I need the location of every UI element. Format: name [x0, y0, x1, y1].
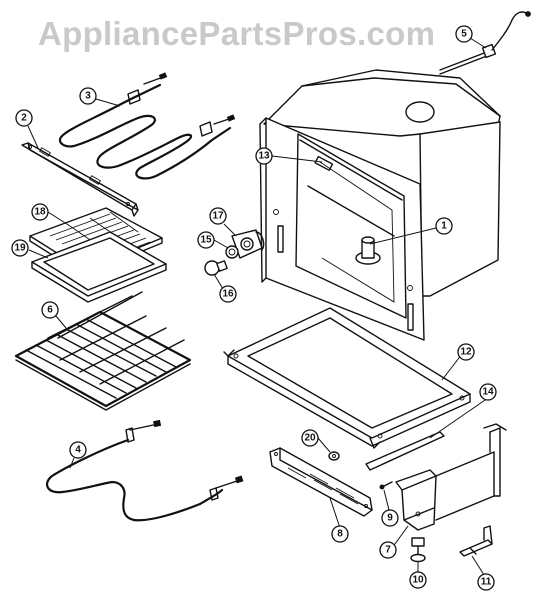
callout-15: 15	[197, 231, 215, 249]
callout-label: 19	[14, 243, 26, 254]
callout-label: 11	[481, 577, 492, 588]
callout-label: 16	[222, 289, 234, 300]
callout-label: 2	[21, 113, 27, 124]
callout-label: 6	[47, 305, 53, 316]
part-6-oven-rack	[14, 291, 192, 411]
part-3-broil-element	[58, 72, 236, 180]
callout-20: 20	[301, 429, 319, 447]
callout-17: 17	[209, 207, 227, 225]
callout-label: 5	[461, 29, 467, 40]
part-11-clip	[459, 525, 493, 557]
part-10-leveling-foot	[410, 537, 426, 563]
part-12-bottom-tray	[223, 307, 471, 449]
callout-label: 9	[387, 513, 393, 524]
callout-8: 8	[331, 525, 349, 543]
part-14-strip	[365, 431, 445, 471]
part-19-broil-pan	[31, 231, 167, 303]
callout-19: 19	[11, 239, 29, 257]
part-9-screw	[379, 481, 393, 490]
callout-label: 1	[441, 221, 447, 232]
callout-3: 3	[79, 87, 97, 105]
part-20-nut	[328, 451, 340, 461]
callout-4: 4	[69, 441, 87, 459]
callout-14: 14	[479, 383, 497, 401]
part-1-cavity-fitting	[355, 236, 381, 265]
part-8-vent-panel	[269, 447, 373, 517]
oven-cavity	[259, 69, 501, 341]
callout-label: 13	[258, 151, 270, 162]
callout-16: 16	[219, 285, 237, 303]
callout-label: 8	[337, 529, 343, 540]
callout-label: 18	[34, 207, 46, 218]
callout-label: 10	[412, 575, 424, 586]
part-17-light-socket	[231, 229, 265, 259]
part-5-sensor	[439, 11, 531, 75]
callout-label: 7	[385, 545, 391, 556]
callout-18: 18	[31, 203, 49, 221]
callout-11: 11	[477, 573, 495, 591]
part-2-bracket	[21, 142, 139, 217]
callout-10: 10	[409, 571, 427, 589]
part-16-light-bulb	[204, 260, 228, 276]
part-15-light-lens	[225, 245, 239, 259]
callout-9: 9	[381, 509, 399, 527]
callout-label: 3	[85, 91, 91, 102]
callout-5: 5	[455, 25, 473, 43]
callout-label: 20	[304, 433, 316, 444]
callout-label: 15	[200, 235, 212, 246]
callout-label: 12	[460, 347, 472, 358]
part-4-bake-element	[45, 419, 244, 522]
part-7-frame-bracket	[395, 423, 507, 531]
callout-1: 1	[435, 217, 453, 235]
callout-7: 7	[379, 541, 397, 559]
callout-label: 4	[75, 445, 81, 456]
callout-12: 12	[457, 343, 475, 361]
callout-label: 17	[212, 211, 224, 222]
callout-13: 13	[255, 147, 273, 165]
callout-label: 14	[482, 387, 494, 398]
watermark-text: AppliancePartsPros.com	[38, 15, 435, 52]
callout-2: 2	[15, 109, 33, 127]
callout-6: 6	[41, 301, 59, 319]
